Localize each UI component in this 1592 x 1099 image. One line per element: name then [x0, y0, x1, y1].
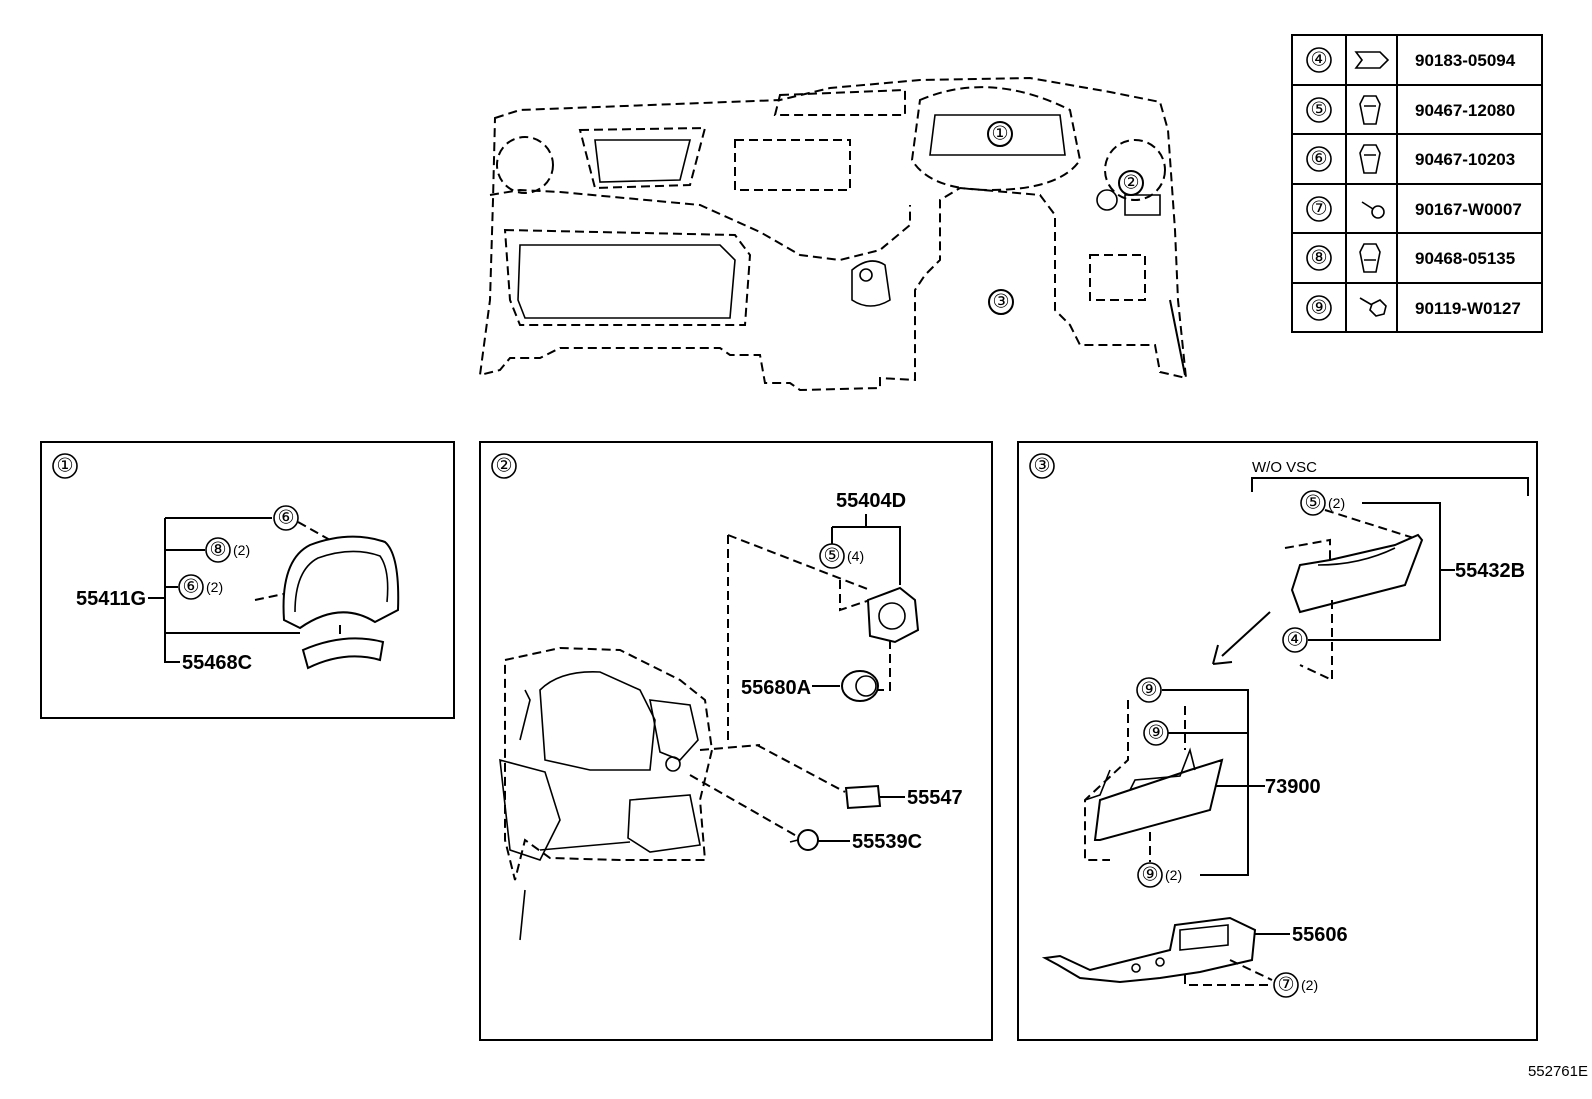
callout-5: ⑤ [1304, 493, 1321, 514]
callout-5: ⑤ [823, 546, 840, 567]
callout-9: ⑨ [1147, 723, 1164, 744]
part-number-55547: 55547 [907, 787, 963, 809]
part-number-73900: 73900 [1265, 776, 1321, 798]
table-row: ⑤ 90467-12080 [1306, 95, 1515, 125]
quantity-label: (2) [1165, 867, 1182, 883]
panel-2-ref: ② [495, 456, 512, 477]
table-row: ④ 90183-05094 [1306, 47, 1516, 73]
part-number-55468C: 55468C [182, 652, 252, 674]
fastener-table: ④ 90183-05094 ⑤ 90467-12080 ⑥ 90467-1020… [1291, 34, 1543, 333]
table-part-number: 90468-05135 [1415, 249, 1515, 268]
table-row: ⑥ 90467-10203 [1306, 144, 1515, 174]
table-ref: ⑥ [1310, 149, 1327, 170]
trim-panel-illustration [1084, 747, 1224, 841]
switch-bezel-illustration [866, 586, 920, 644]
switch-illustration [841, 670, 879, 702]
table-row: ⑧ 90468-05135 [1306, 243, 1515, 273]
callout-9: ⑨ [1141, 865, 1158, 886]
table-ref: ⑨ [1310, 298, 1327, 319]
panel-3: ③ W/O VSC ⑤ (2) 55432B ④ ⑨ ⑨ ⑨ (2) [1017, 441, 1538, 1041]
callout-7: ⑦ [1277, 975, 1294, 996]
callout-9: ⑨ [1140, 680, 1157, 701]
table-ref: ⑤ [1310, 100, 1327, 121]
panel-1-ref: ① [56, 456, 73, 477]
panel-1: ① 55411G 55468C ⑥ ⑧ (2) ⑥ (2) [40, 441, 455, 719]
table-part-number: 90467-10203 [1415, 150, 1515, 169]
panel-2: ② 55404D ⑤ (4) 55680A [479, 441, 993, 1041]
table-row: ⑦ 90167-W0007 [1306, 196, 1522, 222]
part-number-55411G: 55411G [76, 588, 146, 610]
table-ref: ④ [1310, 50, 1327, 71]
quantity-label: (2) [233, 542, 250, 558]
quantity-label: (2) [1328, 495, 1345, 511]
table-part-number: 90167-W0007 [1415, 200, 1522, 219]
direction-arrow [1212, 611, 1271, 665]
quantity-label: (2) [1301, 977, 1318, 993]
quantity-label: (4) [847, 548, 864, 564]
clip-icon [1354, 51, 1390, 69]
table-part-number: 90183-05094 [1415, 51, 1516, 70]
quantity-label: (2) [206, 579, 223, 595]
part-number-55680A: 55680A [741, 677, 811, 699]
clip-icon [1359, 144, 1381, 174]
part-number-55432B: 55432B [1455, 560, 1525, 582]
lower-cover-illustration [1290, 533, 1424, 614]
table-ref: ⑦ [1310, 199, 1327, 220]
part-number-55539C: 55539C [852, 831, 922, 853]
table-ref: ⑧ [1310, 248, 1327, 269]
table-part-number: 90467-12080 [1415, 101, 1515, 120]
screw-icon [1359, 297, 1387, 317]
part-number-55606: 55606 [1292, 924, 1348, 946]
variant-note: W/O VSC [1252, 459, 1317, 476]
overview-callout-1: ① [991, 124, 1008, 145]
clip-icon [1359, 95, 1381, 125]
screw-icon [1361, 201, 1385, 219]
callout-6: ⑥ [277, 508, 294, 529]
dashboard-cutaway-illustration [499, 646, 714, 941]
overview-callout-2: ② [1122, 173, 1139, 194]
callout-8: ⑧ [209, 540, 226, 561]
illustration-id: 552761E [1528, 1063, 1588, 1080]
callout-4: ④ [1286, 630, 1303, 651]
overview-callout-3: ③ [992, 292, 1009, 313]
overview-callouts: ① ② ③ [987, 121, 1144, 315]
cluster-hood-illustration [282, 535, 400, 670]
part-number-55404D: 55404D [836, 490, 906, 512]
plug-illustration [789, 829, 819, 851]
bracket-illustration [1041, 916, 1257, 984]
panel-3-ref: ③ [1033, 456, 1050, 477]
table-row: ⑨ 90119-W0127 [1306, 295, 1521, 321]
table-part-number: 90119-W0127 [1415, 299, 1521, 318]
instrument-panel-overview [478, 76, 1188, 392]
callout-6: ⑥ [182, 577, 199, 598]
clip-icon [1359, 243, 1381, 273]
connector-illustration [844, 784, 882, 810]
